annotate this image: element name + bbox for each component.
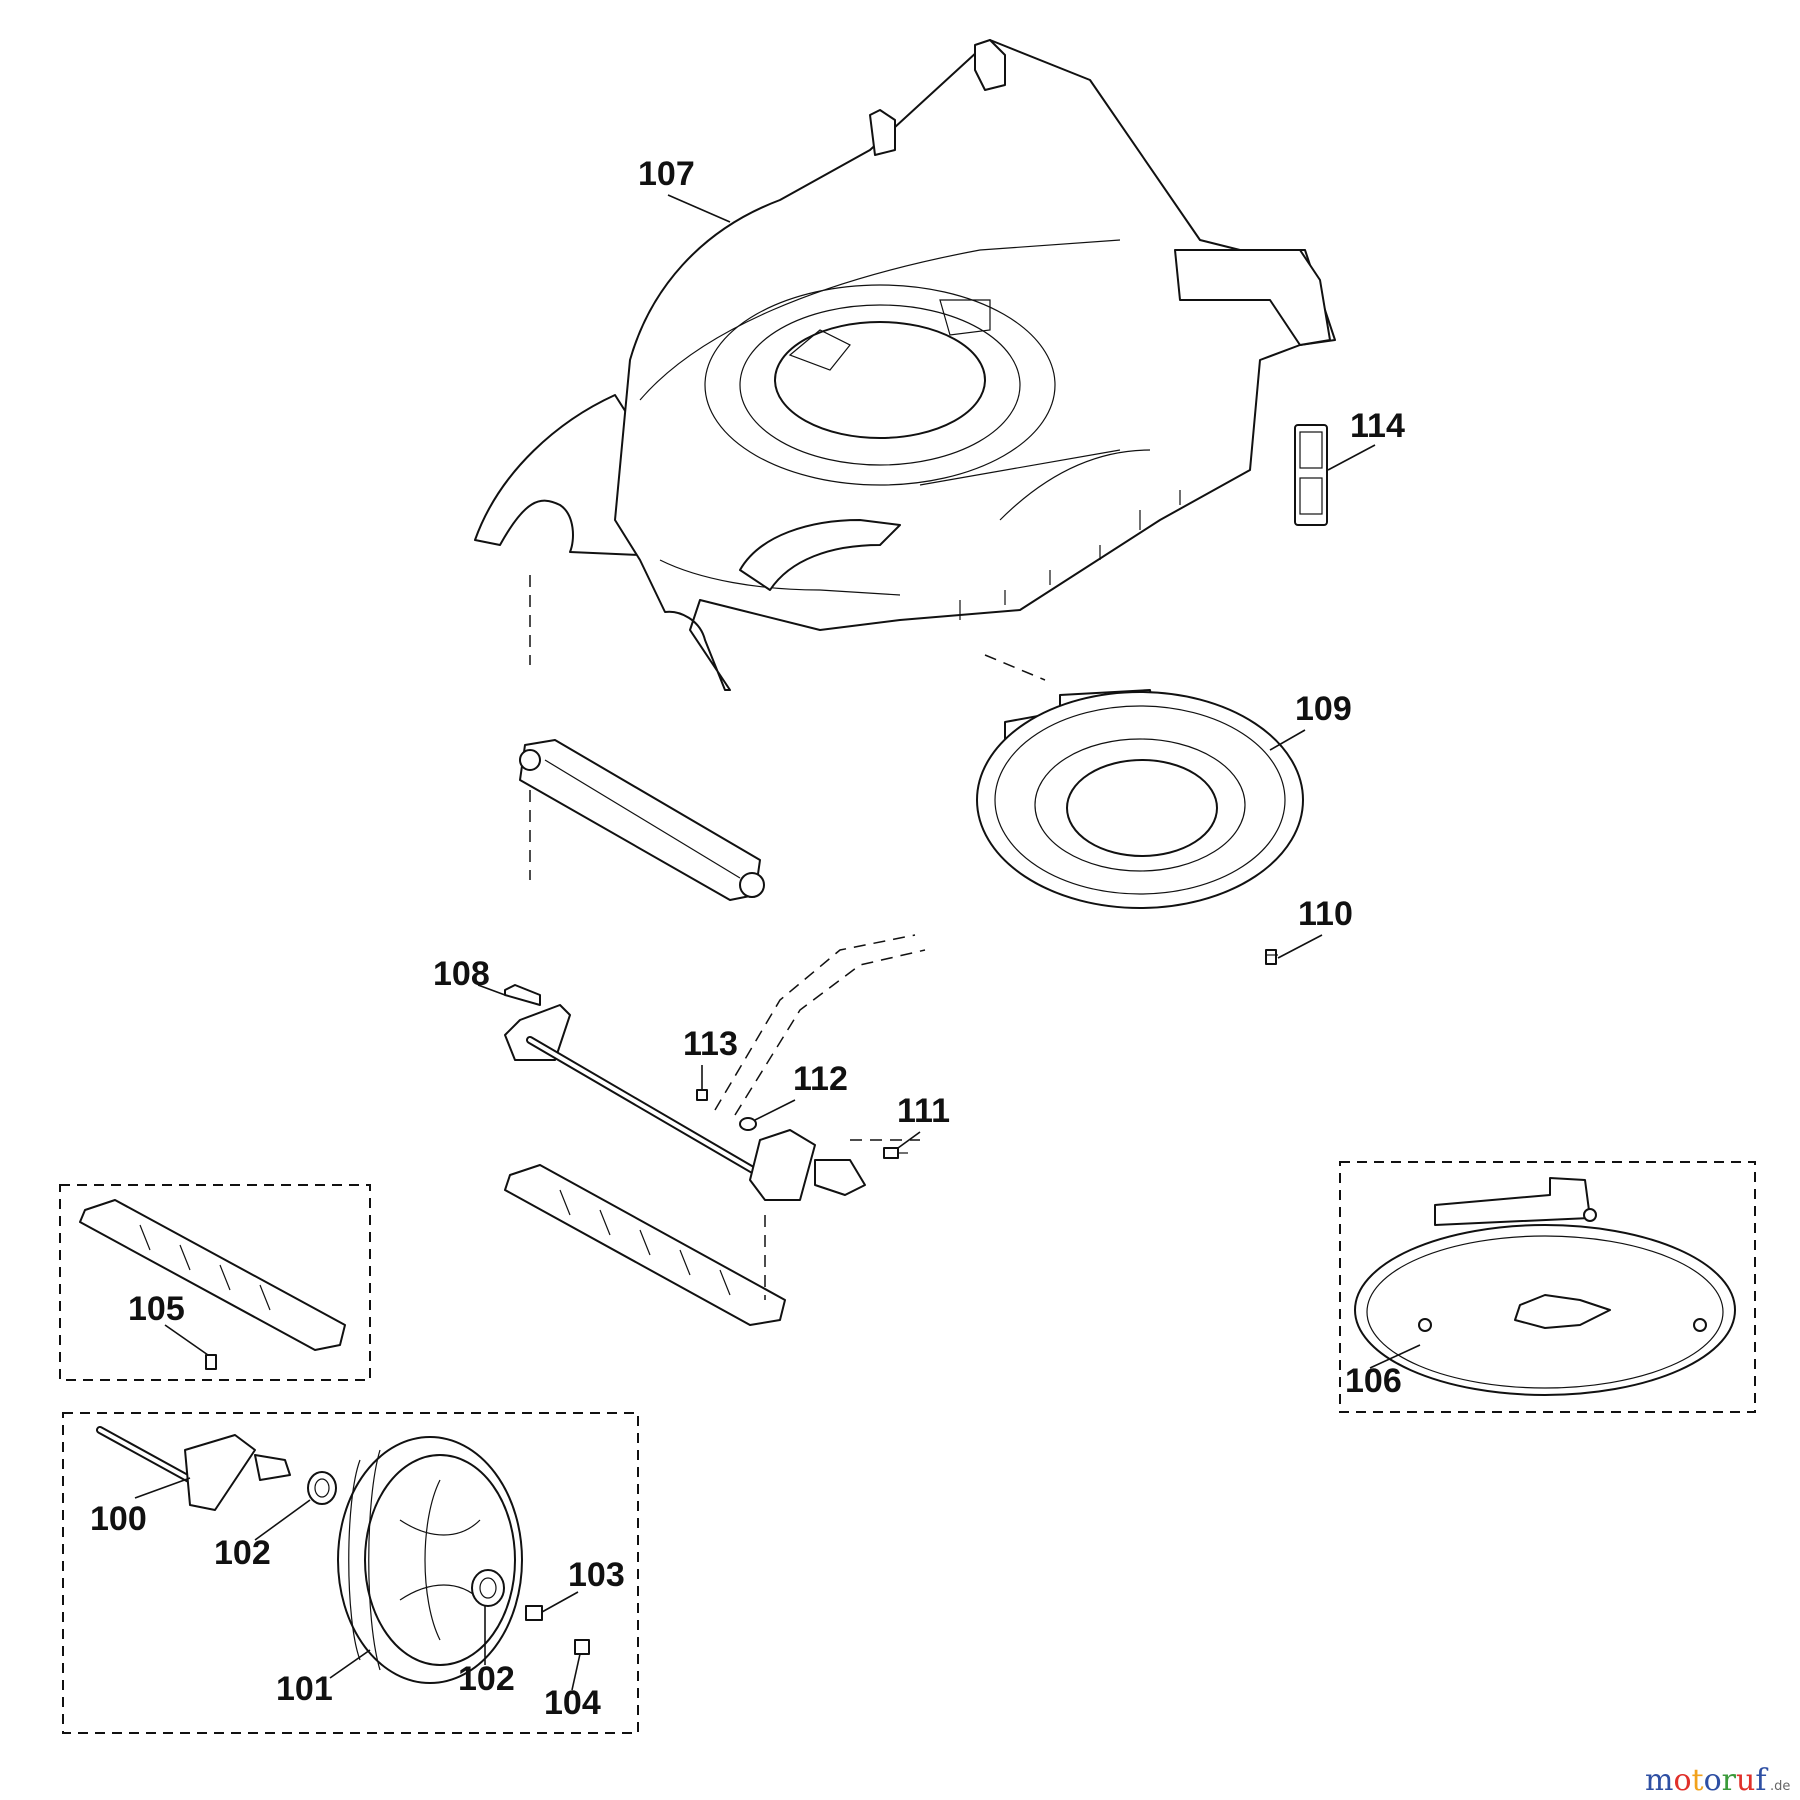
screw-part-110: [1265, 949, 1278, 965]
leader-105: [164, 1324, 209, 1356]
label-102b: 102: [458, 1660, 515, 1698]
decal-part-114: [1294, 424, 1328, 526]
scraper-bar-part-105: [79, 1199, 346, 1370]
rear-roller: [519, 739, 765, 901]
leader-111: [897, 1131, 921, 1149]
bearing-part-102b: [471, 1569, 505, 1607]
kit-box-wheel: [62, 1412, 639, 1734]
label-110: 110: [1298, 895, 1353, 933]
kit-box-105: [59, 1184, 371, 1381]
label-103: 103: [568, 1556, 625, 1594]
nut-part-113: [696, 1089, 708, 1101]
kit-box-106: [1339, 1161, 1756, 1413]
leader-102a: [254, 1499, 311, 1541]
wheel-part-101: [337, 1436, 523, 1684]
wheel-bolt-part-104: [574, 1639, 590, 1655]
leader-110: [1277, 934, 1323, 959]
leader-114: [1327, 444, 1376, 471]
leader-100: [134, 1477, 191, 1499]
watermark-letter: o: [1704, 1763, 1722, 1798]
washer-part-112: [739, 1117, 757, 1131]
watermark-letter: u: [1736, 1763, 1755, 1798]
watermark-letter: o: [1673, 1763, 1691, 1798]
deck-housing-part-107: [474, 39, 1336, 691]
svg-text:motoruf: motoruf: [1645, 1763, 1768, 1798]
scraper-bar: [504, 1164, 786, 1326]
label-111: 111: [897, 1092, 950, 1130]
label-112: 112: [793, 1060, 848, 1098]
hub-cap-part-103: [525, 1605, 543, 1621]
leader-101: [329, 1649, 371, 1679]
baffle-part-109: [976, 689, 1304, 909]
watermark-letter: f: [1755, 1763, 1768, 1798]
label-108: 108: [433, 955, 490, 993]
axle-part-108: [504, 984, 866, 1201]
leader-106: [1369, 1344, 1421, 1369]
label-109: 109: [1295, 690, 1352, 728]
label-106: 106: [1345, 1362, 1402, 1400]
watermark-letter: m: [1645, 1763, 1673, 1798]
leader-107: [667, 194, 731, 223]
wheel-axle-part-100: [96, 1426, 291, 1511]
watermark-suffix: .de: [1770, 1779, 1790, 1794]
label-105: 105: [128, 1290, 185, 1328]
leader-103: [541, 1591, 579, 1613]
label-102a: 102: [214, 1534, 271, 1572]
leader-112: [754, 1099, 796, 1121]
height-adjust-lever: [714, 934, 926, 1141]
label-104: 104: [544, 1684, 601, 1722]
leader-108: [477, 984, 506, 996]
bolt-part-111: [883, 1147, 908, 1159]
motoruf-watermark: motoruf .de: [1645, 1763, 1790, 1798]
label-101: 101: [276, 1670, 333, 1708]
mulch-plate-part-106: [1354, 1177, 1736, 1396]
leader-109: [1269, 729, 1306, 751]
label-113: 113: [683, 1025, 738, 1063]
leader-104: [571, 1653, 581, 1691]
label-100: 100: [90, 1500, 147, 1538]
watermark-letter: r: [1722, 1763, 1737, 1798]
label-107: 107: [638, 155, 695, 193]
label-114: 114: [1350, 407, 1405, 445]
watermark-letter: t: [1692, 1763, 1704, 1798]
bearing-part-102a: [307, 1471, 337, 1505]
